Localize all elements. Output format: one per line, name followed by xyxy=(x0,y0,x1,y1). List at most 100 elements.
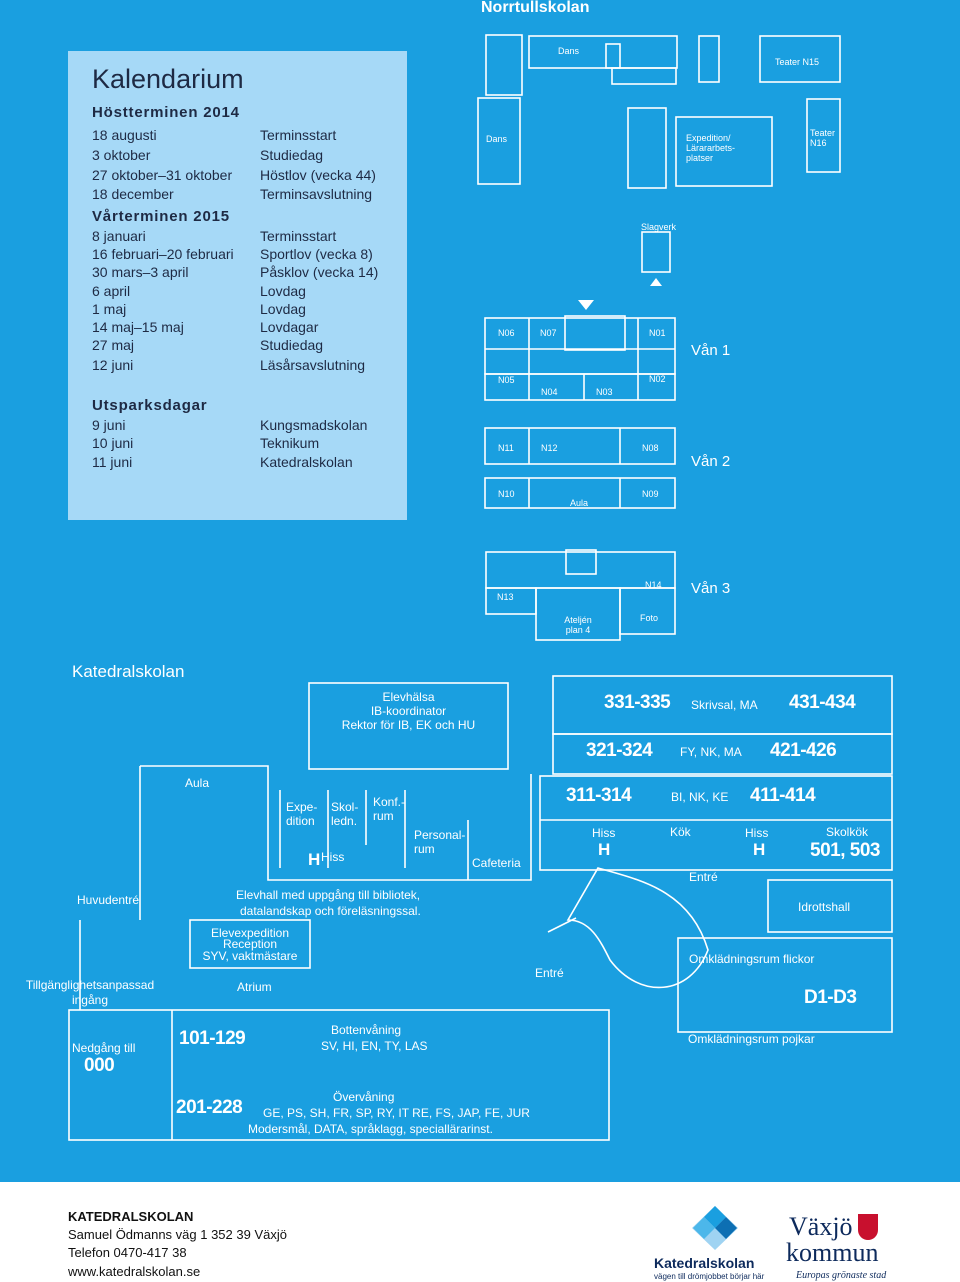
calendar-date: 16 februari–20 februari xyxy=(92,246,234,262)
room-label: Kök xyxy=(670,825,691,839)
calendar-date: 14 maj–15 maj xyxy=(92,319,184,335)
calendar-date: 27 oktober–31 oktober xyxy=(92,167,233,183)
entrance-label: Entré xyxy=(535,966,564,980)
room-label: N01 xyxy=(649,328,666,338)
logo-name: Katedralskolan xyxy=(654,1255,755,1271)
room-label: N05 xyxy=(498,375,515,385)
room-label: Teater N15 xyxy=(775,57,820,67)
room-label: Atrium xyxy=(237,980,272,994)
calendar-event: Läsårsavslutning xyxy=(260,357,366,373)
room-label: Expe- dition xyxy=(286,800,318,828)
calendar-date: 6 april xyxy=(92,283,131,299)
calendar-event: Terminsavslutning xyxy=(260,186,373,202)
room-label: Hiss xyxy=(592,826,616,840)
room-range: 000 xyxy=(84,1055,115,1076)
katedral-title: Katedralskolan xyxy=(72,662,185,681)
room-label: Idrottshall xyxy=(798,900,851,914)
room-label: N12 xyxy=(541,443,558,453)
room-label: Bottenvåning xyxy=(331,1023,402,1037)
katedralskolan-logo-icon xyxy=(692,1206,738,1250)
utsparks-heading: Utsparksdagar xyxy=(92,397,208,414)
coat-of-arms-icon xyxy=(858,1214,878,1240)
room-label: Rektor för IB, EK och HU xyxy=(341,718,476,732)
calendar-date: 9 juni xyxy=(92,417,126,433)
room-label: N06 xyxy=(498,328,515,338)
room-label: Expedition/ Lärararbets- platser xyxy=(686,133,736,163)
floor-label: Vån 2 xyxy=(691,453,731,470)
stair-arrow-icon xyxy=(578,300,594,310)
floor-plan-drawing xyxy=(68,34,893,1141)
calendar-date: 12 juni xyxy=(92,357,134,373)
room-label: Omklädningsrum pojkar xyxy=(688,1032,815,1046)
logo-name: Växjö xyxy=(789,1212,853,1241)
room-label: datalandskap och föreläsningssal. xyxy=(240,904,421,918)
school-name: KATEDRALSKOLAN xyxy=(68,1209,194,1224)
entrance-label: ingång xyxy=(71,993,109,1007)
calendar-date: 11 juni xyxy=(92,454,133,470)
room-label: N04 xyxy=(541,387,558,397)
logo-tagline: vägen till drömjobbet börjar här xyxy=(654,1272,765,1281)
room-label: N07 xyxy=(540,328,557,338)
calendar-date: 8 januari xyxy=(92,228,146,244)
calendar-event: Studiedag xyxy=(260,147,324,163)
website-link[interactable]: www.katedralskolan.se xyxy=(68,1264,201,1279)
room-label: Modersmål, DATA, språklagg, speciallärar… xyxy=(248,1122,493,1136)
room-range: D1-D3 xyxy=(804,987,857,1008)
room-label: Aula xyxy=(570,498,589,508)
calendar-title: Kalendarium xyxy=(92,64,244,94)
floor-label: Vån 3 xyxy=(691,580,731,597)
stair-arrow-icon xyxy=(650,278,662,286)
entrance-label: Huvudentré xyxy=(77,893,140,907)
logo-name: kommun xyxy=(786,1238,879,1267)
room-range: 311-314 xyxy=(566,785,632,806)
phone: Telefon 0470-417 38 xyxy=(68,1245,187,1260)
calendar-date: 3 oktober xyxy=(92,147,151,163)
room-label: Skolkök xyxy=(826,825,869,839)
calendar-event: Höstlov (vecka 44) xyxy=(260,167,376,183)
room-range: 431-434 xyxy=(789,692,856,713)
calendar-event: Studiedag xyxy=(260,337,324,353)
room-label: Ateljén plan 4 xyxy=(564,615,592,635)
room-range: 201-228 xyxy=(176,1097,243,1118)
room-label: Aula xyxy=(185,776,210,790)
room-label: SYV, vaktmästare xyxy=(202,949,298,963)
room-range: 331-335 xyxy=(604,692,671,713)
norrtull-title: Norrtullskolan xyxy=(481,0,590,16)
room-label: N13 xyxy=(497,592,514,602)
room-range: 501, 503 xyxy=(810,840,880,861)
room-label: Elevhall med uppgång till bibliotek, xyxy=(236,888,421,902)
room-label: Övervåning xyxy=(333,1090,395,1104)
room-label: Omklädningsrum flickor xyxy=(689,952,815,966)
room-label: N03 xyxy=(596,387,613,397)
room-label: Reception xyxy=(222,937,278,951)
spring-heading: Vårterminen 2015 xyxy=(92,208,230,225)
elevator-icon: H xyxy=(753,840,765,859)
room-label: Elevhälsa xyxy=(382,690,435,704)
autumn-heading: Höstterminen 2014 xyxy=(92,104,240,121)
room-label: Nedgång till xyxy=(72,1041,136,1055)
calendar-event: Påsklov (vecka 14) xyxy=(260,264,379,280)
footer: KATEDRALSKOLAN Samuel Ödmanns väg 1 352 … xyxy=(0,1182,960,1282)
room-label: Skol- ledn. xyxy=(331,800,359,828)
room-label: Hiss xyxy=(745,826,769,840)
elevator-icon: H xyxy=(598,840,610,859)
room-label: N02 xyxy=(649,374,666,384)
calendar-date: 30 mars–3 april xyxy=(92,264,189,280)
room-label: Teater N16 xyxy=(810,128,836,148)
calendar-event: Lovdagar xyxy=(260,319,319,335)
room-range: 321-324 xyxy=(586,740,653,761)
room-label: Dans xyxy=(558,46,580,56)
calendar-event: Lovdag xyxy=(260,283,306,299)
calendar-date: 1 maj xyxy=(92,301,127,317)
room-label: IB-koordinator xyxy=(370,704,447,718)
logo-tagline: Europas grönaste stad xyxy=(796,1270,887,1281)
room-label: Cafeteria xyxy=(472,856,521,870)
address: Samuel Ödmanns väg 1 352 39 Växjö xyxy=(68,1227,287,1242)
room-label: N08 xyxy=(642,443,659,453)
calendar-panel: Kalendarium Höstterminen 2014 18 augusti… xyxy=(68,51,407,520)
room-label: Skrivsal, MA xyxy=(691,698,758,712)
room-label: Hiss xyxy=(321,850,345,864)
calendar-event: Terminsstart xyxy=(260,127,337,143)
room-range: 421-426 xyxy=(770,740,837,761)
calendar-date: 18 augusti xyxy=(92,127,157,143)
